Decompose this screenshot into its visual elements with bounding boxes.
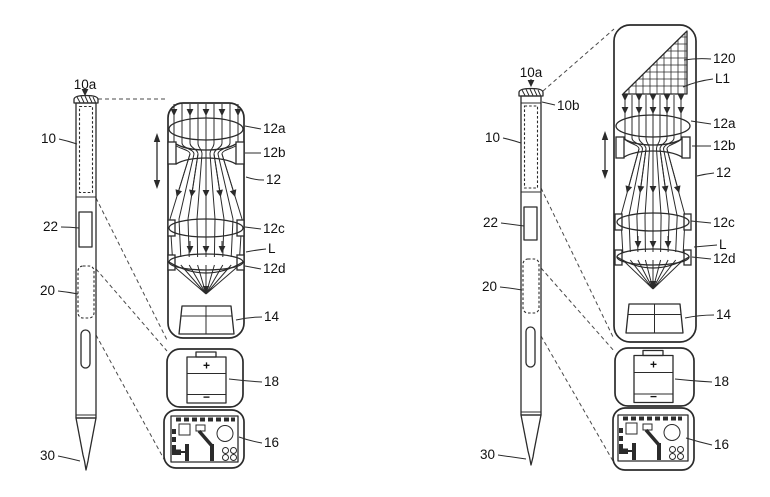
pen-tip [520, 414, 542, 466]
battery-plus-symbol: + [203, 359, 210, 373]
label-14: 14 [716, 307, 732, 322]
label-16: 16 [264, 435, 279, 450]
label-10b: 10b [557, 98, 580, 113]
battery-terminal-cap [195, 351, 217, 358]
lens-12c [167, 218, 245, 238]
projection-lines [95, 98, 168, 462]
pen-button [523, 206, 538, 241]
left-figure: 10a 10 22 20 30 [40, 77, 286, 471]
pen-inner-housing [78, 105, 94, 194]
label-30: 30 [40, 448, 55, 463]
label-20: 20 [40, 283, 55, 298]
pen-labels: 10a 10 22 20 30 [40, 77, 97, 463]
lens-12d [167, 253, 245, 274]
label-12b: 12b [263, 145, 286, 160]
label-22: 22 [43, 219, 58, 234]
pen-tip [75, 417, 97, 471]
label-10: 10 [485, 130, 500, 145]
label-12c: 12c [713, 215, 735, 230]
optics-labels: 120 L1 12a 12b 12 12c L 12d 14 18 16 [674, 51, 736, 452]
label-22: 22 [483, 215, 498, 230]
label-L1: L1 [715, 71, 730, 86]
label-12: 12 [716, 165, 731, 180]
pen-button [78, 211, 93, 248]
label-12d: 12d [263, 261, 286, 276]
battery-cell [633, 354, 674, 404]
label-12a: 12a [713, 116, 736, 131]
optics-labels: 12a 12b 12 12c L 12d 14 18 16 [228, 121, 286, 450]
pen-module [77, 265, 95, 319]
label-20: 20 [482, 279, 497, 294]
pcb-components [172, 417, 237, 461]
battery-cell [186, 356, 227, 404]
circuit-board-box [612, 407, 695, 471]
lens-12b [167, 141, 245, 165]
label-10a: 10a [520, 65, 543, 80]
battery-terminal-cap [642, 349, 664, 357]
focus-travel-arrow-icon [153, 133, 161, 189]
battery-box: + − [166, 348, 244, 408]
pen-cap [518, 87, 544, 97]
stylus-pen [73, 94, 99, 471]
pcb-components [619, 416, 684, 460]
label-18: 18 [714, 374, 729, 389]
right-figure: 10a 10b 10 22 20 30 [480, 24, 736, 471]
label-L: L [719, 237, 727, 252]
focus-travel-arrow-icon [601, 131, 609, 179]
label-12a: 12a [263, 121, 286, 136]
image-sensor [178, 305, 235, 335]
pen-cap [73, 94, 99, 104]
pen-inner-housing [523, 105, 539, 189]
lens-12a [168, 117, 244, 141]
label-L: L [268, 241, 276, 256]
pcb [617, 414, 689, 462]
lens-12d [614, 248, 692, 269]
label-30: 30 [480, 447, 495, 462]
image-sensor [625, 303, 684, 334]
projection-lines [540, 28, 616, 462]
lens-12a [615, 114, 691, 138]
light-rays [169, 104, 243, 295]
lens-12b [615, 136, 691, 159]
label-16: 16 [714, 437, 729, 452]
label-10: 10 [41, 131, 56, 146]
lens-barrel-box [167, 102, 245, 339]
label-12: 12 [266, 172, 281, 187]
label-18: 18 [264, 374, 279, 389]
chip [625, 422, 638, 435]
battery-minus-symbol: − [203, 390, 210, 404]
light-rays [620, 94, 686, 290]
chip [178, 423, 191, 436]
battery-plus-symbol: + [650, 358, 657, 372]
label-12b: 12b [713, 138, 736, 153]
lens-barrel-box [613, 24, 697, 343]
lens-12c [614, 212, 692, 232]
label-10a: 10a [74, 77, 97, 92]
pen-labels: 10a 10b 10 22 20 30 [480, 65, 580, 462]
pen-clip [525, 326, 536, 368]
coin-component [663, 424, 681, 441]
pen-module [522, 258, 540, 314]
battery-minus-symbol: − [650, 390, 657, 404]
battery-box: + − [614, 347, 695, 407]
label-12c: 12c [263, 221, 285, 236]
circuit-board-box [163, 409, 245, 469]
label-120: 120 [713, 51, 736, 66]
stylus-pen [518, 87, 544, 466]
prism-120 [622, 30, 688, 95]
coin-component [216, 425, 234, 442]
label-12d: 12d [713, 251, 736, 266]
label-14: 14 [264, 309, 280, 324]
pcb [170, 415, 239, 463]
pen-clip [80, 329, 91, 369]
